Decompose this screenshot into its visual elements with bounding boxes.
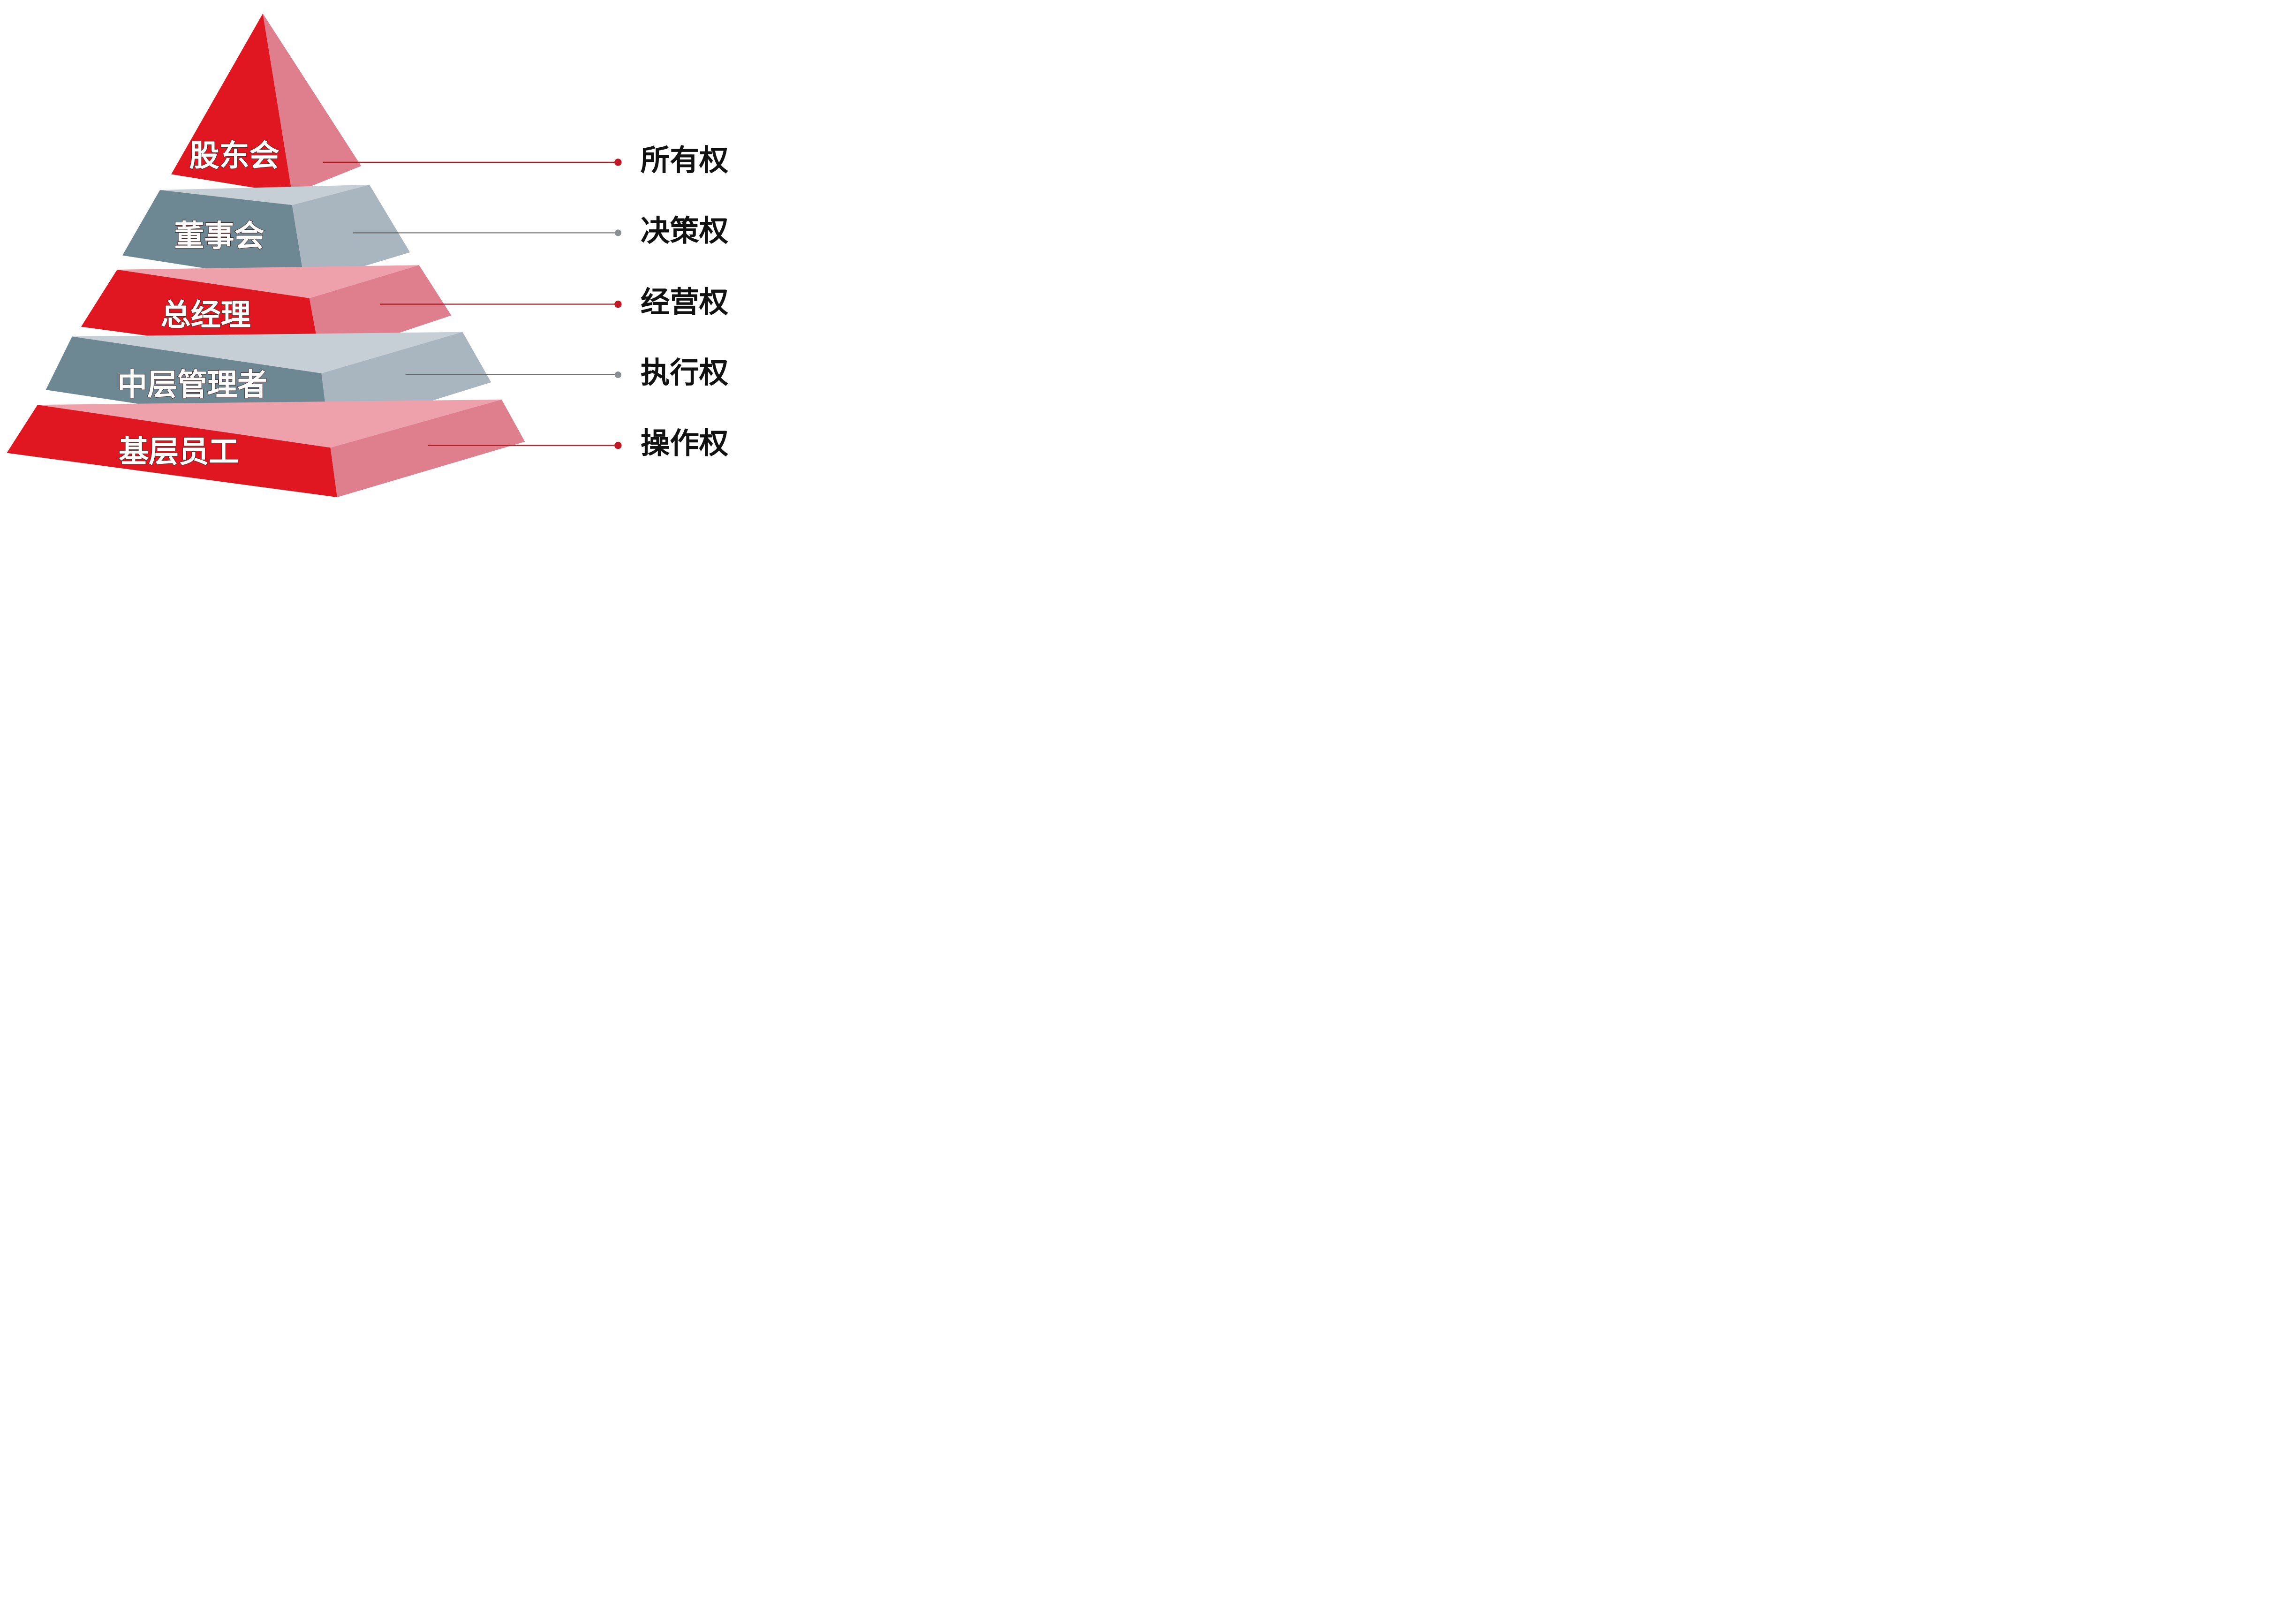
tier-shareholders: 股东会 所有权	[171, 13, 729, 194]
tier-shareholders-front-face	[171, 13, 292, 194]
role-execution-label: 执行权	[641, 356, 729, 390]
tier-board-top-face	[160, 184, 370, 205]
connector-decision-dot	[614, 229, 621, 236]
role-operate-label: 操作权	[641, 426, 729, 461]
tier-base-label: 基层员工	[119, 435, 239, 470]
tier-shareholders-side-face	[263, 13, 362, 194]
tier-board-front-face	[122, 190, 305, 284]
role-decision-label: 决策权	[641, 213, 729, 248]
connector-operate-dot	[614, 441, 622, 449]
tier-mid-label: 中层管理者	[117, 368, 267, 402]
connector-operation-dot	[614, 300, 622, 308]
tier-gm-top-face	[117, 265, 419, 298]
tier-base-side-face	[330, 399, 525, 498]
role-ownership-label: 所有权	[641, 143, 729, 177]
tier-base-front-face	[7, 405, 337, 498]
tier-frontline-staff: 基层员工 操作权	[7, 399, 729, 498]
tier-gm-label: 总经理	[161, 298, 251, 333]
connector-ownership-dot	[614, 159, 622, 166]
tier-board-side-face	[292, 184, 410, 284]
tier-board-label: 董事会	[174, 219, 264, 254]
tier-base-top-face	[38, 399, 502, 448]
tier-shareholders-label: 股东会	[189, 139, 279, 174]
tier-board: 董事会 决策权	[122, 184, 729, 284]
role-operation-label: 经营权	[641, 285, 729, 319]
pyramid-diagram-canvas: 股东会 所有权 董事会 决策权 总经理 经营权	[0, 0, 735, 515]
tier-mid-top-face	[72, 332, 463, 373]
connector-execution-dot	[614, 371, 621, 379]
pyramid-diagram: 股东会 所有权 董事会 决策权 总经理 经营权	[7, 13, 729, 498]
